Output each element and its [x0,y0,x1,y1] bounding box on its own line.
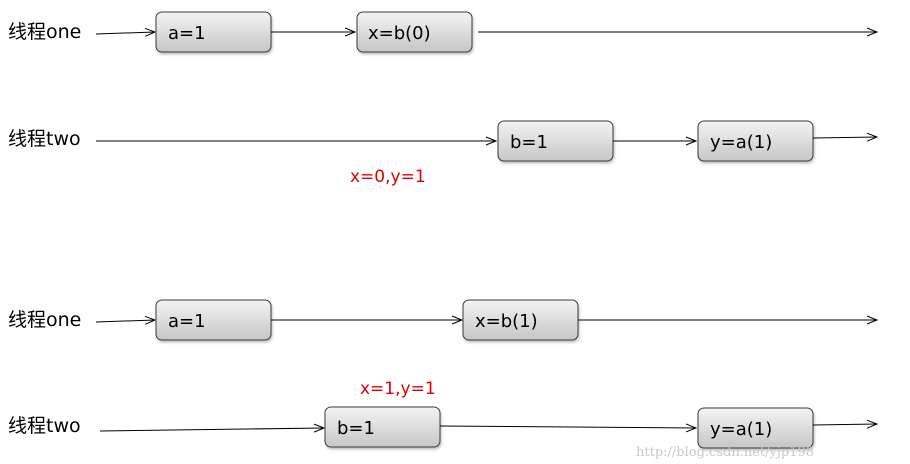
scenario-2: 线程one a=1 x=b(1) x=1,y=1 线程two b=1 y=a(1… [8,299,877,449]
op-box [697,120,814,162]
op-label: x=b(1) [475,311,538,332]
thread-two-label: 线程two [8,128,81,150]
op-label: a=1 [168,23,206,44]
op-label: b=1 [510,132,548,153]
op-label: a=1 [168,311,206,332]
thread-one-label: 线程one [8,309,81,331]
scenario-1: 线程one a=1 x=b(0) 线程two b=1 y=a(1) x=0,y=… [8,11,877,187]
op-label: y=a(1) [710,132,772,153]
thread-one-row: 线程one a=1 x=b(0) [8,11,877,53]
flow-arrow [95,320,155,322]
thread-two-row: 线程two b=1 y=a(1) [8,120,877,162]
thread-one-row: 线程one a=1 x=b(1) [8,299,877,341]
op-box [356,11,473,53]
op-label: x=b(0) [368,23,431,44]
result-label: x=0,y=1 [350,167,426,187]
result-label: x=1,y=1 [360,379,436,399]
thread-one-label: 线程one [8,21,81,43]
op-box [697,407,814,449]
thread-two-label: 线程two [8,415,81,437]
op-box [324,406,441,448]
flow-arrow [812,137,877,138]
flow-arrow [439,426,696,428]
op-label: b=1 [337,418,375,439]
flow-arrow [812,424,877,425]
thread-two-row: 线程two b=1 y=a(1) [8,406,877,449]
flow-arrow [95,32,155,34]
flow-arrow [99,428,324,431]
op-label: y=a(1) [710,419,772,440]
watermark-text: http://blog.csdn.net/yjp198 [636,445,814,460]
